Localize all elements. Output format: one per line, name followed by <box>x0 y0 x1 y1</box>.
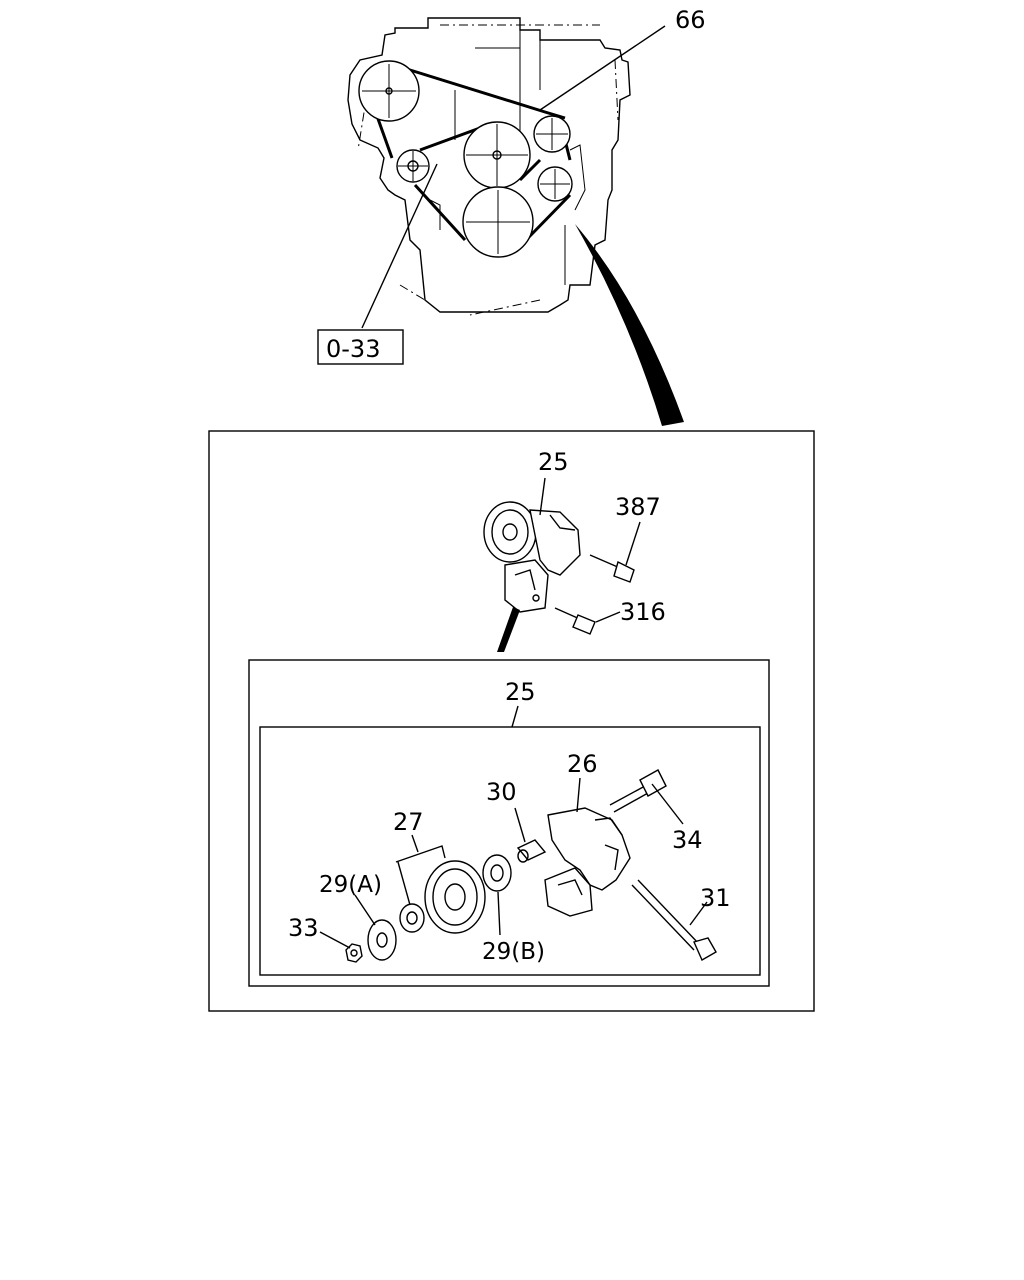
detail-frame-inner <box>259 726 761 976</box>
reference-box[interactable]: 0-33 <box>317 329 404 365</box>
bolt-387-label: 387 <box>615 493 661 521</box>
bolt-31-label: 31 <box>700 884 731 912</box>
reference-box-label: 0-33 <box>326 335 380 363</box>
detail-frame-middle <box>248 659 770 987</box>
washer-b-label: 29(B) <box>482 939 545 965</box>
detail-frame-outer <box>208 430 815 1012</box>
bolt-34-label: 34 <box>672 826 703 854</box>
washer-a-label: 29(A) <box>319 872 382 898</box>
bushing-label: 30 <box>486 778 517 806</box>
tensioner-assy-label-inner: 25 <box>505 678 536 706</box>
tensioner-assy-label-top: 25 <box>538 448 569 476</box>
bracket-label: 26 <box>567 750 598 778</box>
tensioner-assembly-view <box>483 501 635 635</box>
pulley-label: 27 <box>393 808 424 836</box>
engine-front-view <box>347 17 684 426</box>
bolt-316-label: 316 <box>620 598 666 626</box>
exploded-parts <box>345 769 717 963</box>
belt-label: 66 <box>675 6 706 34</box>
nut-label: 33 <box>288 914 319 942</box>
